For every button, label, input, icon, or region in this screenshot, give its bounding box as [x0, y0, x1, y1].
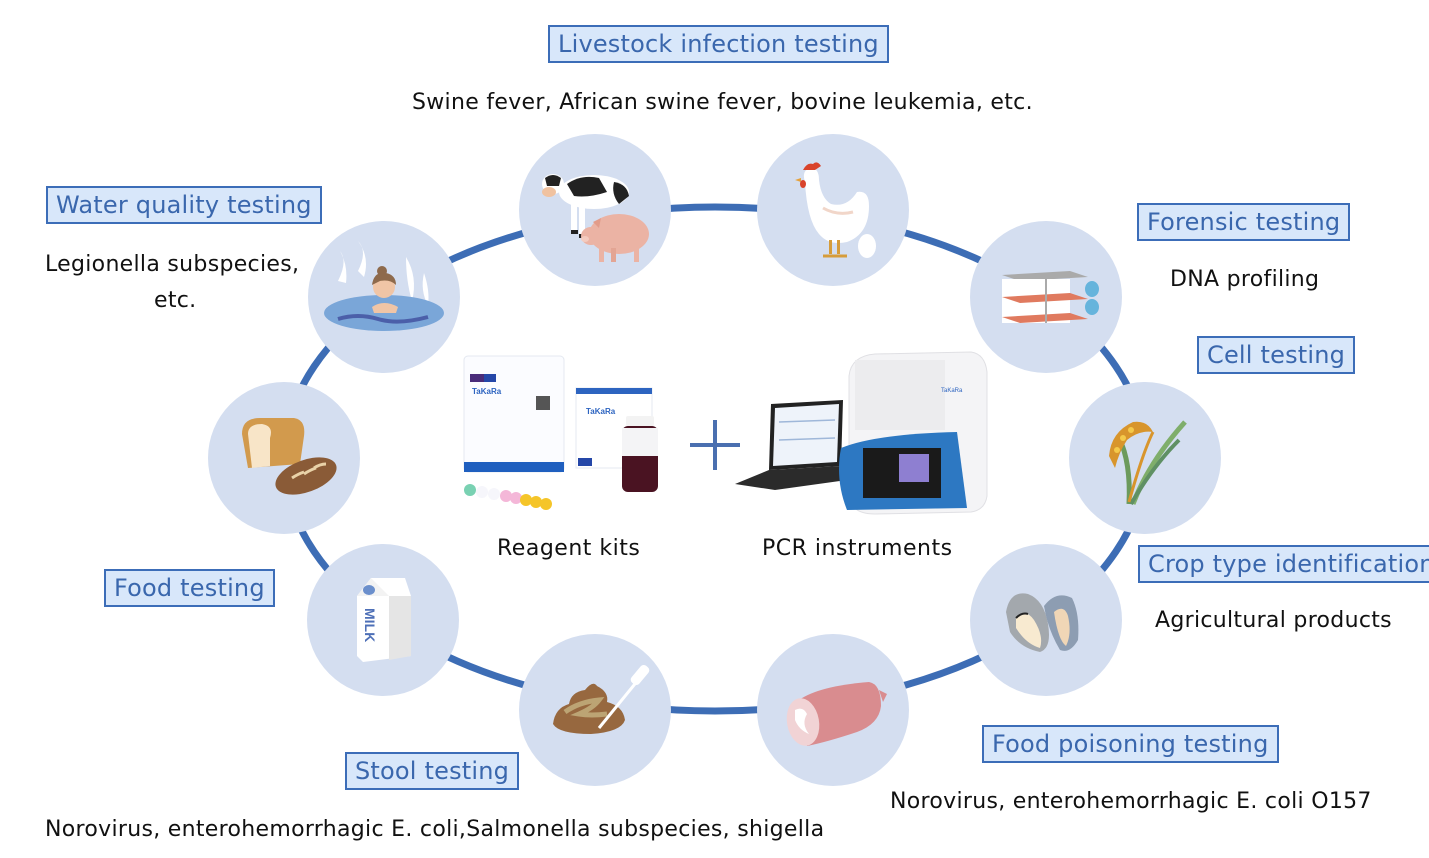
chicken-icon [795, 162, 876, 258]
tag-crop-type-identification: Crop type identification [1138, 545, 1429, 583]
desc-water-line1: Legionella subspecies, [45, 252, 300, 277]
forensic-circle [970, 221, 1122, 373]
tag-forensic-testing: Forensic testing [1137, 203, 1351, 241]
pcr-tube-strip [464, 484, 552, 510]
stool-circle [519, 634, 671, 786]
food-poisoning-ham-circle [757, 634, 909, 786]
bread-icon [242, 418, 337, 495]
desc-crop: Agricultural products [1155, 608, 1392, 633]
reagent-bottle [622, 416, 658, 492]
svg-text:TaKaRa: TaKaRa [941, 388, 963, 394]
food-poisoning-oyster-circle [970, 544, 1122, 696]
poultry-circle [757, 134, 909, 286]
desc-water-line2: etc. [154, 288, 197, 313]
hot-spring-icon [324, 241, 444, 331]
crop-circle [1069, 382, 1221, 534]
livestock-circle [519, 134, 671, 286]
desc-livestock: Swine fever, African swine fever, bovine… [412, 90, 1033, 115]
reagent-kits-image: TaKaRa TaKaRa [463, 355, 658, 510]
laptop-icon [735, 400, 847, 490]
cow-pig-icon [542, 174, 649, 262]
tag-cell-testing: Cell testing [1197, 336, 1356, 374]
reagent-kit-box: TaKaRa [463, 355, 565, 473]
plus-icon [690, 420, 740, 470]
pcr-machine-icon: TaKaRa [839, 351, 988, 515]
food-bread-circle [208, 382, 360, 534]
oyster-icon [1006, 593, 1079, 652]
kit-brand-text: TaKaRa [472, 387, 502, 396]
water-circle [308, 221, 460, 373]
desc-forensic: DNA profiling [1170, 267, 1320, 292]
pig-icon [581, 214, 649, 262]
food-milk-circle: MILK [307, 544, 459, 696]
rice-plant-icon [1109, 420, 1187, 506]
tag-food-testing: Food testing [104, 569, 275, 607]
desc-stool: Norovirus, enterohemorrhagic E. coli,Sal… [45, 817, 825, 842]
desc-food-poisoning: Norovirus, enterohemorrhagic E. coli O15… [890, 789, 1372, 814]
ham-icon [786, 682, 887, 746]
tag-food-poisoning-testing: Food poisoning testing [982, 725, 1279, 763]
milk-carton-icon: MILK [357, 578, 411, 662]
pcr-instruments-label: PCR instruments [762, 536, 953, 561]
tag-livestock-infection-testing: Livestock infection testing [548, 25, 889, 63]
reagent-kits-label: Reagent kits [497, 536, 641, 561]
svg-text:TaKaRa: TaKaRa [586, 407, 616, 416]
tag-water-quality-testing: Water quality testing [46, 186, 322, 224]
svg-text:MILK: MILK [362, 608, 378, 642]
pcr-instruments-image: TaKaRa [735, 351, 988, 515]
tag-stool-testing: Stool testing [345, 752, 520, 790]
cell-flask-icon [1002, 271, 1099, 323]
stool-sample-icon [553, 664, 650, 734]
